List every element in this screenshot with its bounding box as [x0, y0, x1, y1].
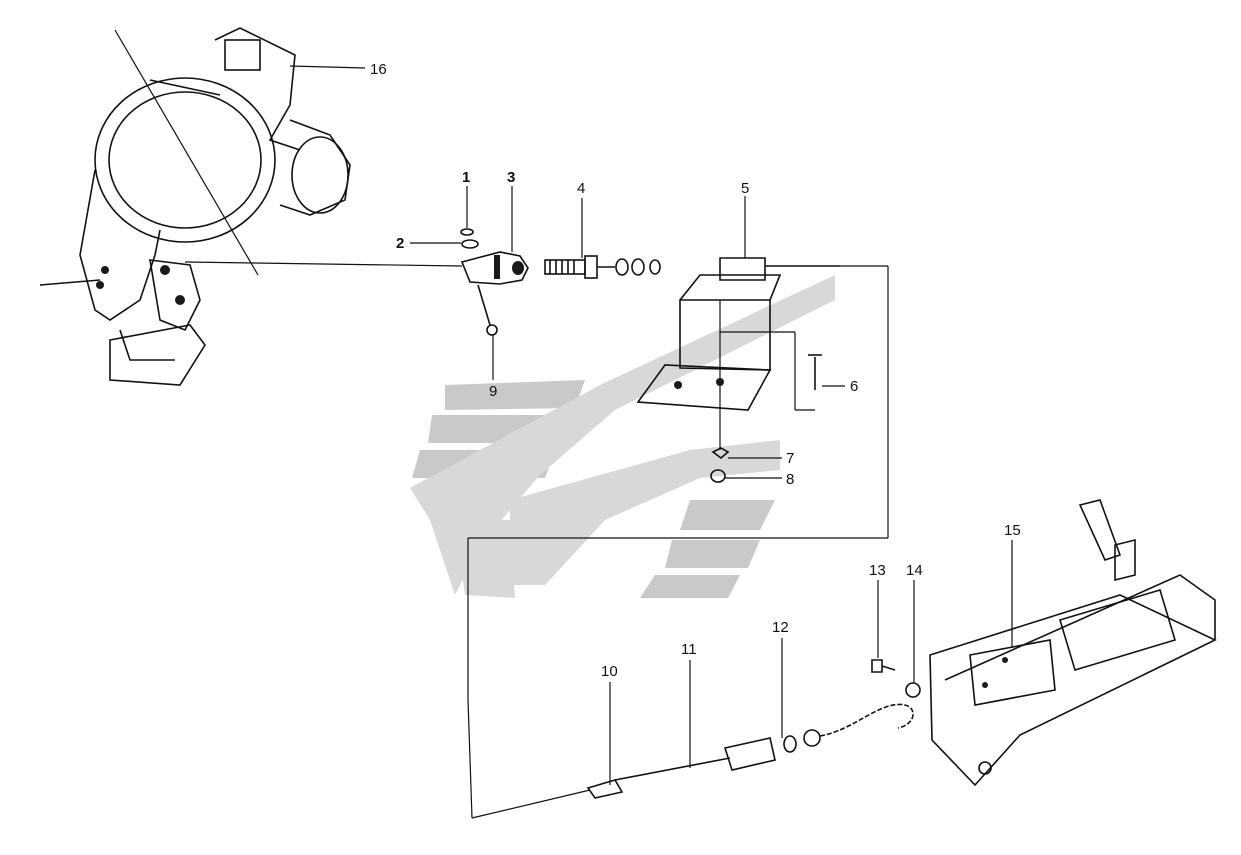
callout-labels: 1 2 3 4 5 6 7 8 9 10 11 12 13 14 15 16 — [370, 61, 1021, 680]
washer-8 — [710, 469, 726, 483]
callout-14: 14 — [906, 562, 923, 579]
callout-5: 5 — [741, 180, 749, 197]
nut-14 — [905, 682, 921, 698]
cable-assembly — [586, 703, 914, 799]
callout-4: 4 — [577, 180, 585, 197]
callout-16: 16 — [370, 61, 387, 78]
callout-12: 12 — [772, 619, 789, 636]
callout-leaders — [289, 65, 1013, 785]
washer-1 — [460, 228, 474, 236]
assembly-lines — [114, 29, 889, 819]
bolt-13 — [871, 659, 896, 673]
callout-10: 10 — [601, 663, 618, 680]
callout-3: 3 — [507, 169, 515, 186]
coupling-3 — [460, 251, 529, 285]
callout-15: 15 — [1004, 522, 1021, 539]
screw-9 — [477, 284, 498, 336]
bolt-6 — [808, 354, 822, 390]
callout-1: 1 — [462, 169, 470, 186]
lever-base-15 — [929, 499, 1217, 787]
washer-2 — [461, 239, 479, 249]
watermark-logo — [410, 275, 835, 598]
callout-13: 13 — [869, 562, 886, 579]
callout-6: 6 — [850, 378, 858, 395]
nut-7 — [711, 447, 730, 460]
callout-11: 11 — [681, 641, 697, 658]
callout-2: 2 — [396, 235, 404, 252]
clamp-ring-bracket — [39, 27, 351, 386]
threaded-shaft-4 — [544, 255, 661, 279]
bracket-block-5 — [636, 257, 840, 411]
callout-7: 7 — [786, 450, 794, 467]
callout-9: 9 — [489, 383, 497, 400]
callout-8: 8 — [786, 471, 794, 488]
